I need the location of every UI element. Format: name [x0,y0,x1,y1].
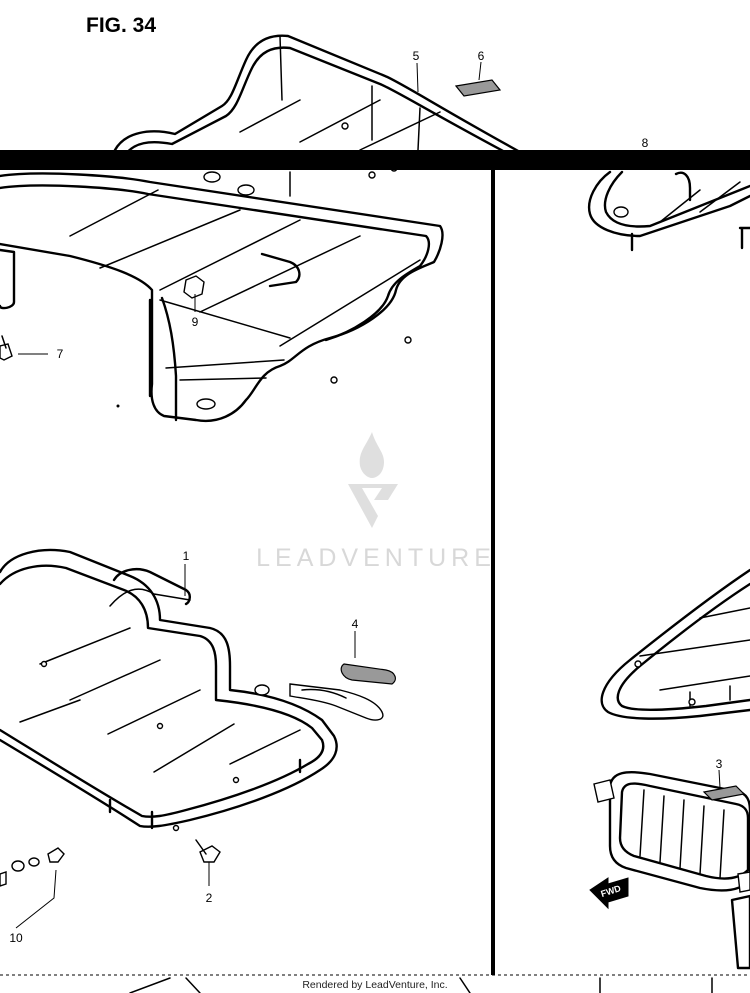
vertical-divider [491,165,495,975]
callout-4: 4 [352,617,359,631]
hardware-part-10 [0,847,65,887]
front-rack-drawing [0,548,396,887]
front-guard [593,771,750,893]
bolt-part-2 [195,839,221,863]
decal-part-3 [702,785,746,801]
callout-2: 2 [206,891,213,905]
callout-10: 10 [9,931,23,945]
footer-credit: Rendered by LeadVenture, Inc. [302,979,447,991]
footer: Rendered by LeadVenture, Inc. [0,974,750,993]
rack-part-8-drawing [587,170,750,252]
forward-arrow-icon: FWD [589,877,629,910]
callout-1: 1 [183,549,190,563]
rack-mount-post [341,122,349,130]
watermark-brand: LEADVENTURE [256,544,496,572]
flame-v-logo-icon [348,432,398,528]
callout-7: 7 [57,347,64,361]
callout-9: 9 [192,315,199,329]
leader-lines [15,61,721,929]
callout-6: 6 [478,49,485,63]
callout-3: 3 [716,757,723,771]
bolt-part-7 [0,335,13,361]
divider-band [0,150,750,170]
bracket-part-4 [289,663,396,721]
rear-rack-drawing [0,34,522,423]
figure-title: FIG. 34 [86,14,156,37]
decal-part-6 [454,79,502,97]
callout-5: 5 [413,49,420,63]
callout-8: 8 [642,136,649,150]
nut-part-9 [183,275,205,299]
watermark: LEADVENTURE [256,432,496,572]
rack-lower-right-drawing: FWD [589,568,750,970]
